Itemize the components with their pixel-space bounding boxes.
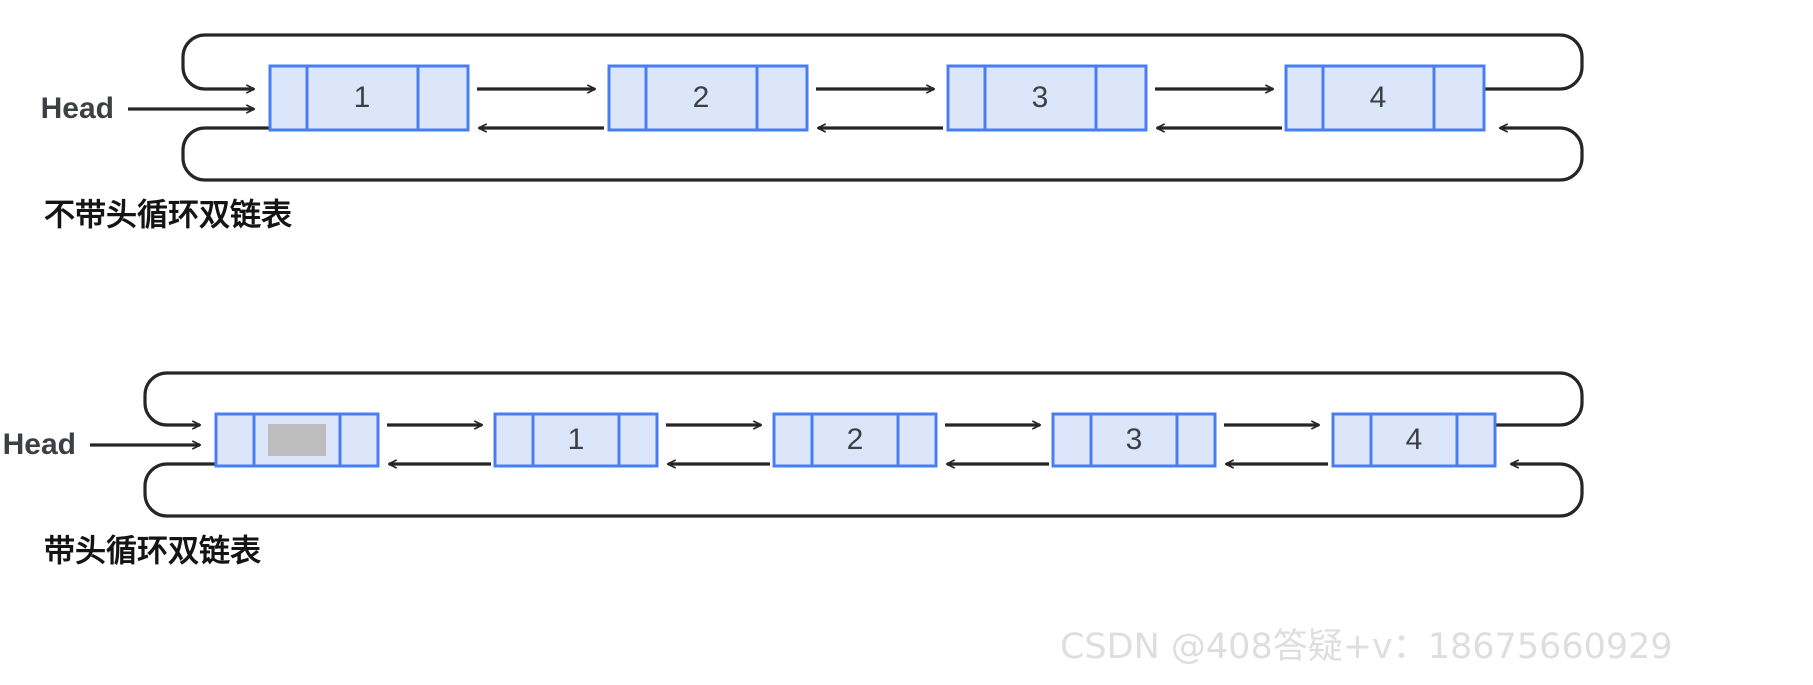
- node-1-1[interactable]: 1: [268, 64, 470, 132]
- prev-wrap-loop-2: [143, 464, 1584, 518]
- diagram-with-head: Head 1: [3, 371, 1584, 570]
- prev-wrap-loop-1: [181, 128, 1584, 182]
- sentinel-block: [268, 424, 326, 456]
- next-wrap-loop-1: [181, 33, 1584, 89]
- node-1-2[interactable]: 2: [607, 64, 809, 132]
- node-value: 3: [1126, 423, 1143, 456]
- node-value: 2: [847, 423, 864, 456]
- node-value: 1: [354, 81, 371, 114]
- node-2-sentinel[interactable]: [214, 412, 380, 468]
- node-2-2[interactable]: 2: [772, 412, 938, 468]
- node-value: 4: [1370, 81, 1387, 114]
- next-wrap-loop-2: [143, 371, 1584, 425]
- watermark: CSDN @408答疑+v：18675660929: [1060, 627, 1673, 667]
- head-label-2: Head: [3, 428, 76, 461]
- caption-with-head: 带头循环双链表: [44, 534, 261, 570]
- node-value: 3: [1032, 81, 1049, 114]
- node-2-4[interactable]: 4: [1331, 412, 1497, 468]
- node-2-3[interactable]: 3: [1051, 412, 1217, 468]
- node-1-3[interactable]: 3: [946, 64, 1148, 132]
- node-value: 1: [568, 423, 585, 456]
- node-value: 4: [1406, 423, 1423, 456]
- diagram-no-head: Head 1 2: [41, 33, 1584, 234]
- node-1-4[interactable]: 4: [1284, 64, 1486, 132]
- node-2-1[interactable]: 1: [493, 412, 659, 468]
- head-label-1: Head: [41, 92, 114, 125]
- node-value: 2: [693, 81, 710, 114]
- caption-no-head: 不带头循环双链表: [44, 198, 292, 234]
